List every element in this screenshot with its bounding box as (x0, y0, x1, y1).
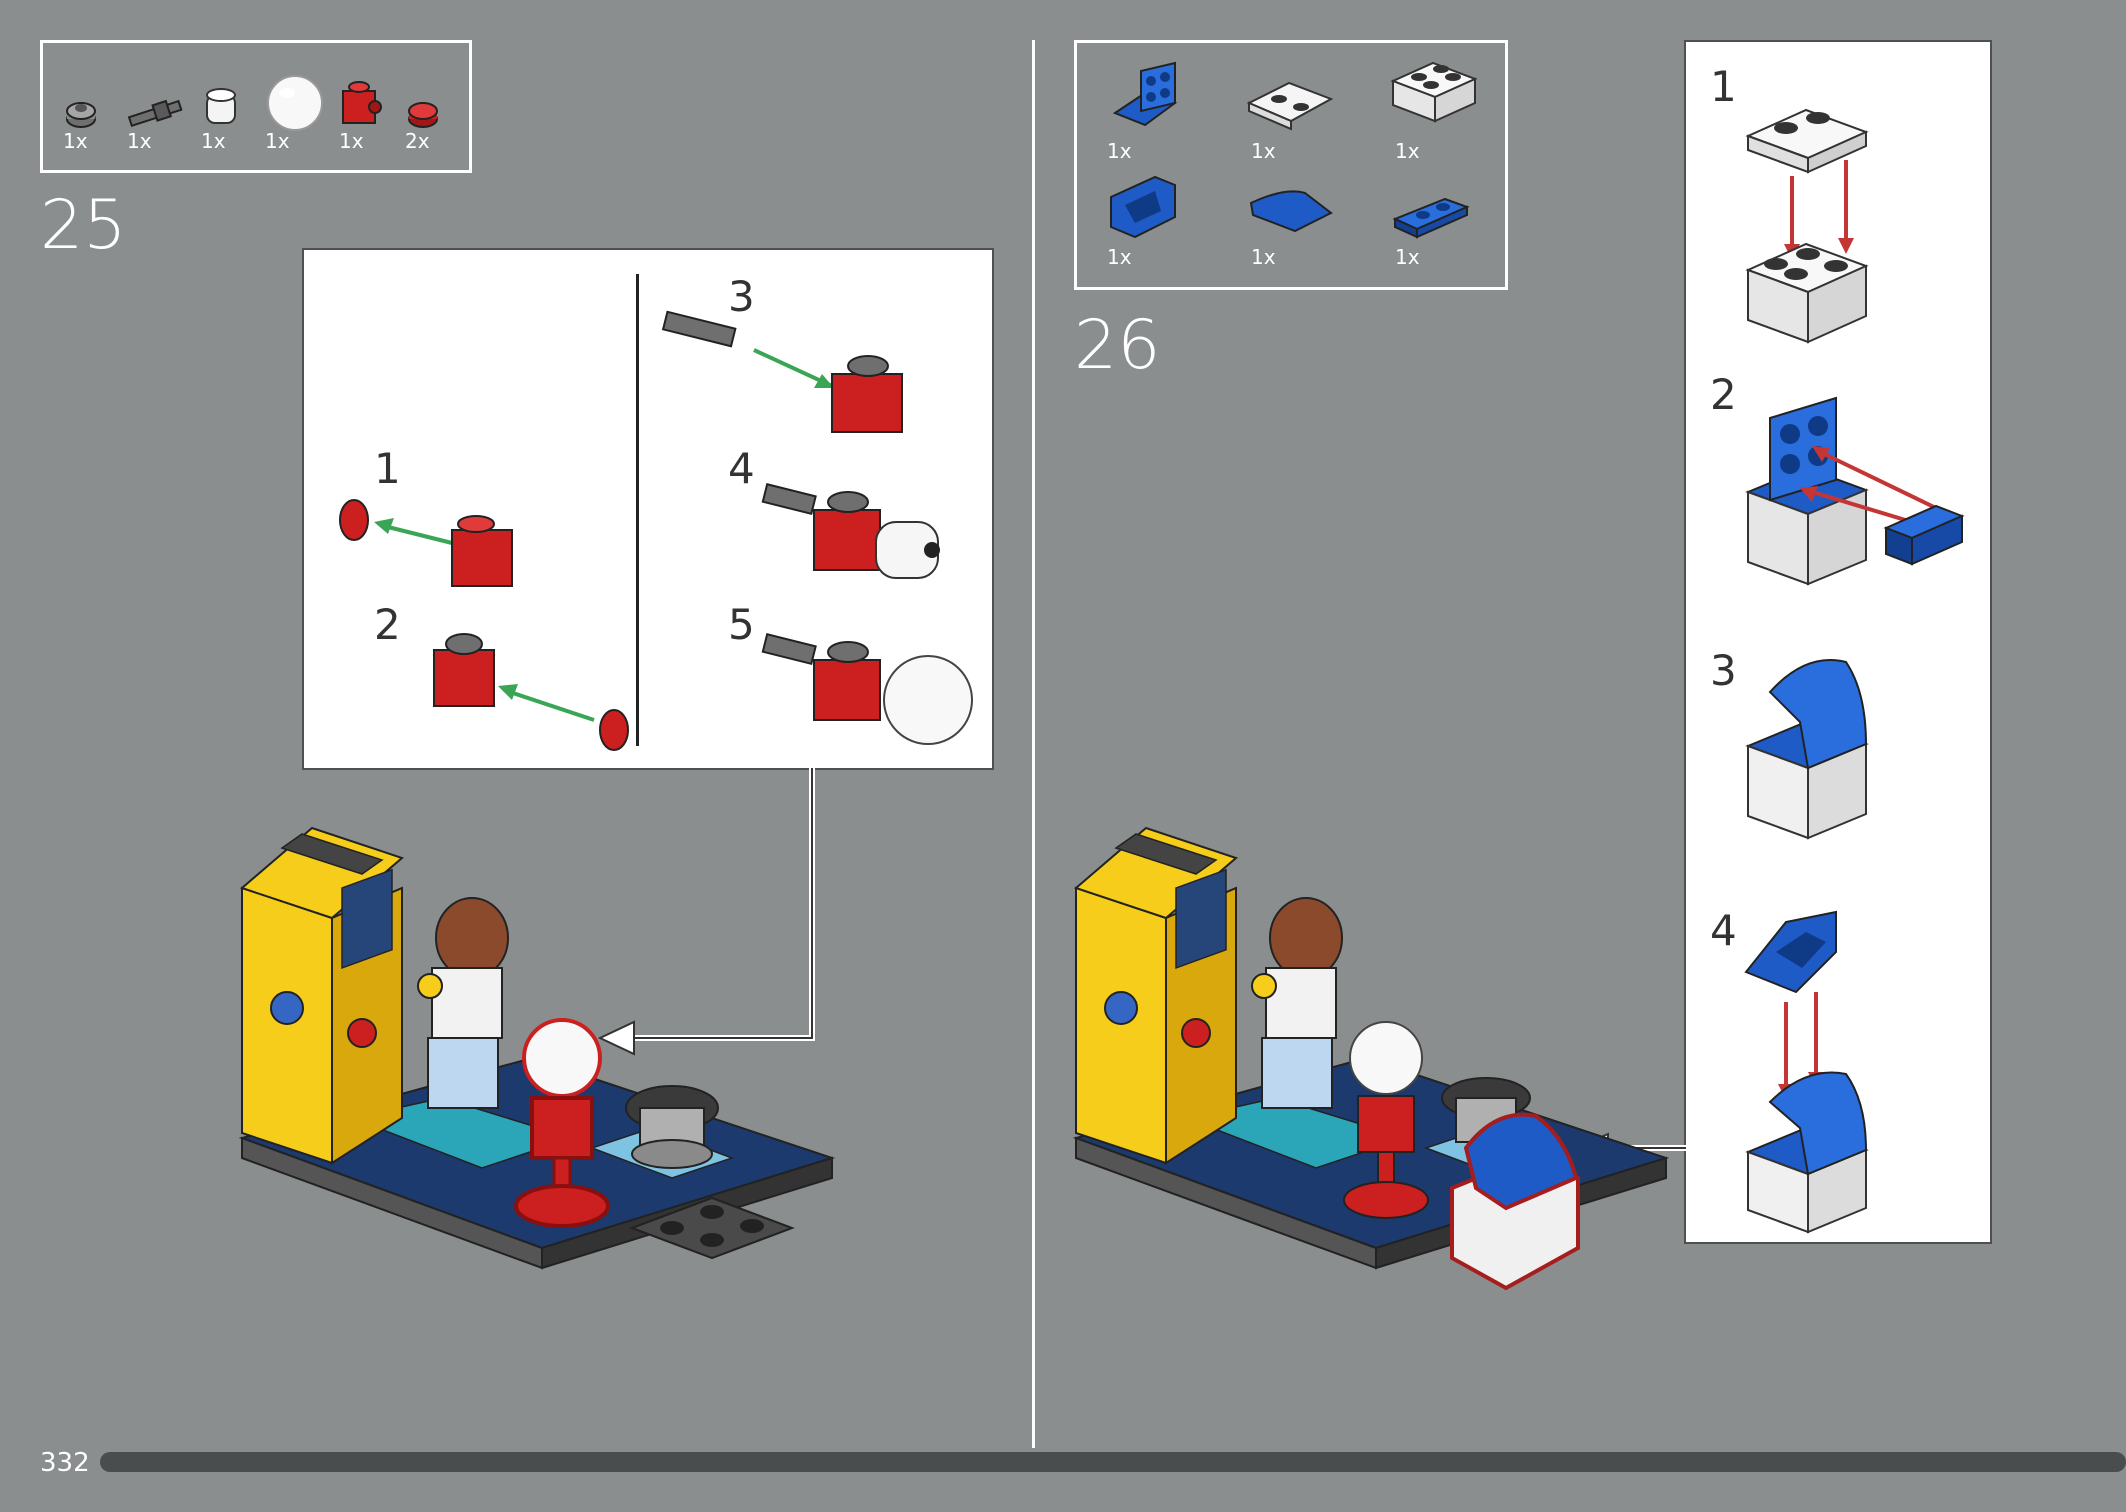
substep-4-drawing (1744, 910, 1869, 1234)
parts-list-step-25: 1x 1x 1x 1x 1x 2x (40, 40, 472, 173)
blue-slope-seat-icon (1110, 175, 1176, 239)
callout-pointer-step-25 (597, 768, 815, 1056)
blue-bracket-plate-icon (1112, 61, 1178, 127)
step-number-25: 25 (40, 186, 127, 265)
blue-curved-slope-icon (1249, 190, 1333, 233)
substep-5-drawing (761, 633, 973, 745)
red-brick-studs-on-side-icon (342, 81, 382, 124)
white-brick-2x2-icon (1390, 61, 1478, 123)
part-qty: 1x (265, 129, 290, 153)
arcade-model-step-26 (1072, 826, 1670, 1291)
page-divider (1032, 40, 1035, 1448)
substep-number: 5 (728, 600, 755, 649)
part-qty: 1x (1395, 139, 1420, 163)
page-number: 332 (40, 1448, 90, 1478)
substep-number: 4 (728, 444, 755, 493)
substep-number: 1 (374, 444, 401, 493)
trans-clear-round-brick-icon (206, 88, 236, 124)
trans-clear-dome-icon (267, 75, 323, 131)
substep-number: 2 (1710, 370, 1737, 419)
red-round-plate-icon (408, 102, 438, 128)
part-qty: 1x (339, 129, 364, 153)
substep-number: 3 (1710, 646, 1737, 695)
substep-number: 3 (728, 272, 755, 321)
substep-number: 2 (374, 600, 401, 649)
substep-2-drawing (1745, 396, 1965, 586)
substep-2-drawing (433, 633, 629, 751)
progress-bar (100, 1452, 2126, 1472)
subassembly-callout-step-26: 1 2 3 4 (1684, 40, 1992, 1244)
part-qty: 1x (127, 129, 152, 153)
subassembly-callout-step-25: 1 2 3 4 5 (302, 248, 994, 770)
part-qty: 1x (1251, 245, 1276, 269)
substep-3-drawing (661, 310, 903, 433)
blue-plate-1x2-icon (1392, 197, 1470, 239)
part-qty: 1x (63, 129, 88, 153)
substep-number: 1 (1710, 62, 1737, 111)
white-tile-2x2-icon (1246, 81, 1334, 131)
part-qty: 2x (405, 129, 430, 153)
gray-bar-holder-icon (127, 99, 183, 128)
parts-list-step-26: 1x 1x 1x 1x 1x 1x (1074, 40, 1508, 290)
substep-number: 4 (1710, 906, 1737, 955)
substep-1-drawing (339, 499, 513, 587)
step-number-26: 26 (1074, 306, 1161, 385)
substep-1-drawing (1745, 108, 1869, 344)
part-qty: 1x (1251, 139, 1276, 163)
part-qty: 1x (1107, 245, 1132, 269)
gray-round-plate-icon (66, 102, 96, 128)
substep-4-drawing (761, 483, 940, 579)
substep-3-drawing (1745, 659, 1869, 840)
part-qty: 1x (1107, 139, 1132, 163)
part-qty: 1x (201, 129, 226, 153)
arcade-model-step-25 (238, 826, 836, 1270)
part-qty: 1x (1395, 245, 1420, 269)
callout-divider (636, 274, 639, 746)
